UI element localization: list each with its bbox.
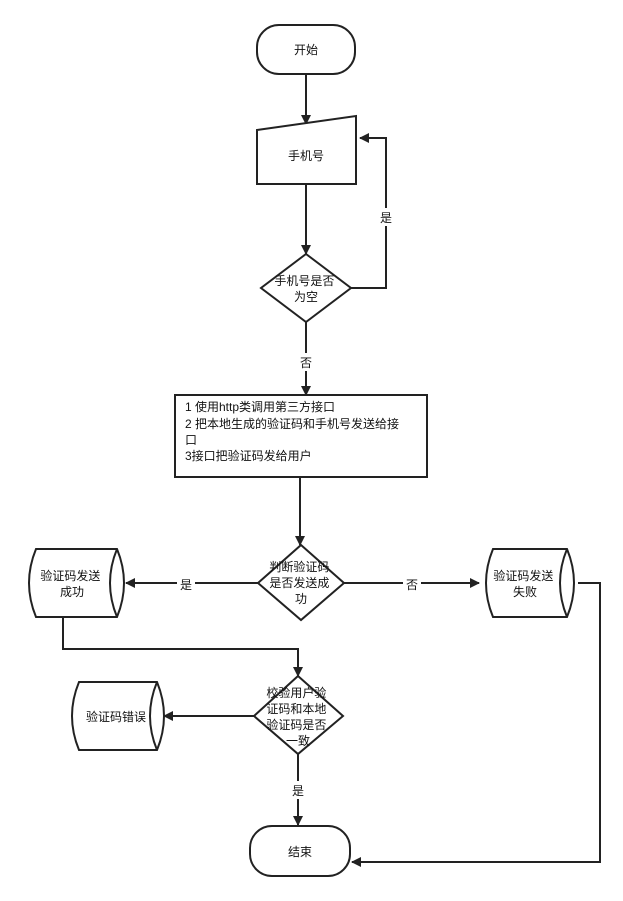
phone-input-node: [256, 114, 357, 185]
phone-input-label: 手机号: [288, 149, 324, 163]
code-error-label: 验证码错误: [86, 709, 146, 724]
verify-label: 校验用户验 证码和本地 验证码是否 一致: [266, 685, 329, 748]
check-empty-decision: [259, 252, 353, 324]
start-node: [256, 24, 356, 75]
send-step-line-2: 2 把本地生成的验证码和手机号发送给接: [185, 416, 399, 431]
end-node-label: 结束: [288, 845, 312, 859]
send-success-decision: [256, 543, 346, 622]
send-process-node: [174, 394, 428, 478]
edge-label-success-yes: 是: [180, 578, 192, 592]
verify-line-2: 证码和本地: [266, 702, 326, 716]
edge-label-empty-no: 否: [300, 356, 312, 370]
edge-label-empty-yes: 是: [380, 211, 392, 225]
edge-label-success-no: 否: [406, 578, 418, 592]
send-step-line-4: 3接口把验证码发给用户: [185, 448, 312, 463]
arrow-ok-to-verify: [62, 617, 303, 677]
end-node: [249, 825, 351, 877]
send-ok-label: 验证码发送 成功: [40, 568, 103, 599]
verify-line-4: 一致: [286, 734, 310, 748]
send-process-label: 1 使用http类调用第三方接口 2 把本地生成的验证码和手机号发送给接 口 3…: [185, 399, 402, 463]
verify-line-3: 验证码是否: [266, 717, 326, 732]
arrow-fail-to-end: [351, 582, 601, 867]
send-success-line-1: 判断验证码: [269, 559, 329, 574]
send-success-label: 判断验证码 是否发送成 功: [269, 559, 332, 606]
send-success-line-2: 是否发送成: [269, 575, 329, 590]
send-fail-line-2: 失败: [513, 584, 537, 599]
start-node-label: 开始: [294, 43, 318, 57]
send-fail-line-1: 验证码发送: [493, 568, 553, 583]
send-fail-label: 验证码发送 失败: [493, 568, 556, 599]
send-ok-line-1: 验证码发送: [40, 568, 100, 583]
check-empty-label: 手机号是否 为空: [274, 274, 337, 304]
verify-decision: [252, 674, 345, 756]
verify-line-1: 校验用户验: [266, 685, 326, 700]
edge-label-verify-yes: 是: [292, 784, 304, 798]
check-empty-line-1: 手机号是否: [274, 274, 334, 288]
send-step-line-3: 口: [185, 433, 197, 447]
send-ok-line-2: 成功: [60, 585, 84, 599]
send-step-line-1: 1 使用http类调用第三方接口: [185, 399, 335, 414]
send-success-line-3: 功: [295, 592, 307, 606]
check-empty-line-2: 为空: [294, 290, 318, 304]
